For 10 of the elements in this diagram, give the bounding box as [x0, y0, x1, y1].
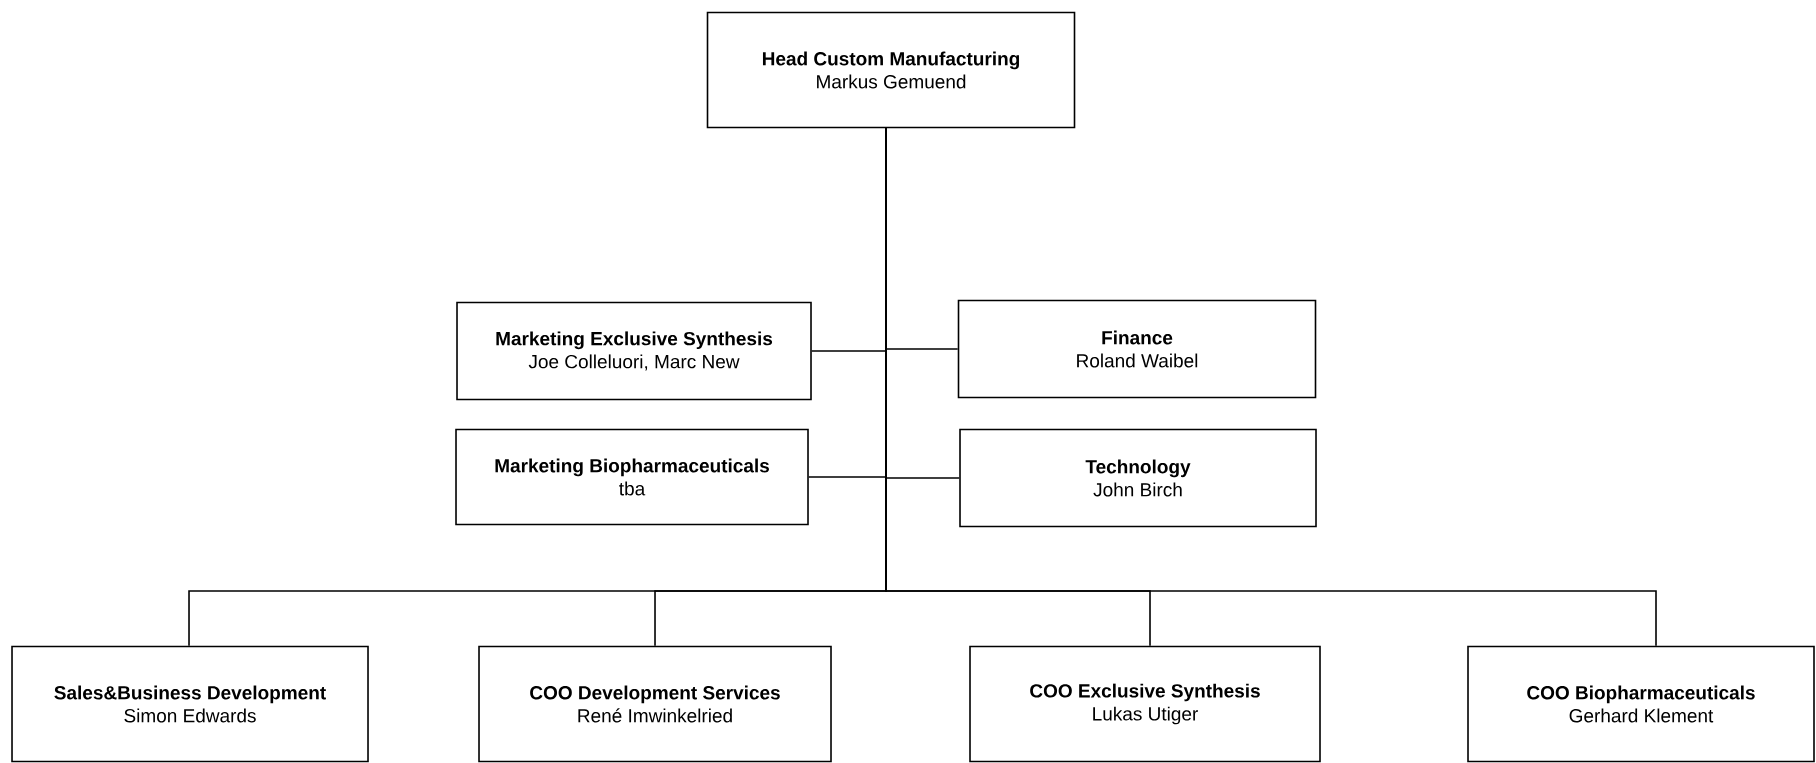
connector-line	[885, 127, 1657, 647]
org-box: COO Exclusive Synthesis Lukas Utiger	[969, 645, 1321, 763]
org-box: Sales&Business Development Simon Edwards	[11, 645, 369, 763]
org-box: Marketing Exclusive Synthesis Joe Colleluori, Marc New	[456, 301, 812, 401]
org-box: COO Biopharmaceuticals Gerhard Klement	[1467, 645, 1815, 763]
org-box: Finance Roland Waibel	[957, 299, 1317, 399]
org-box: Head Custom Manufacturing Markus Gemuend	[706, 11, 1076, 129]
org-box: Marketing Biopharmaceuticals tba	[455, 428, 809, 526]
org-box: Technology John Birch	[959, 428, 1317, 528]
org-box: COO Development Services René Imwinkelried	[478, 645, 832, 763]
